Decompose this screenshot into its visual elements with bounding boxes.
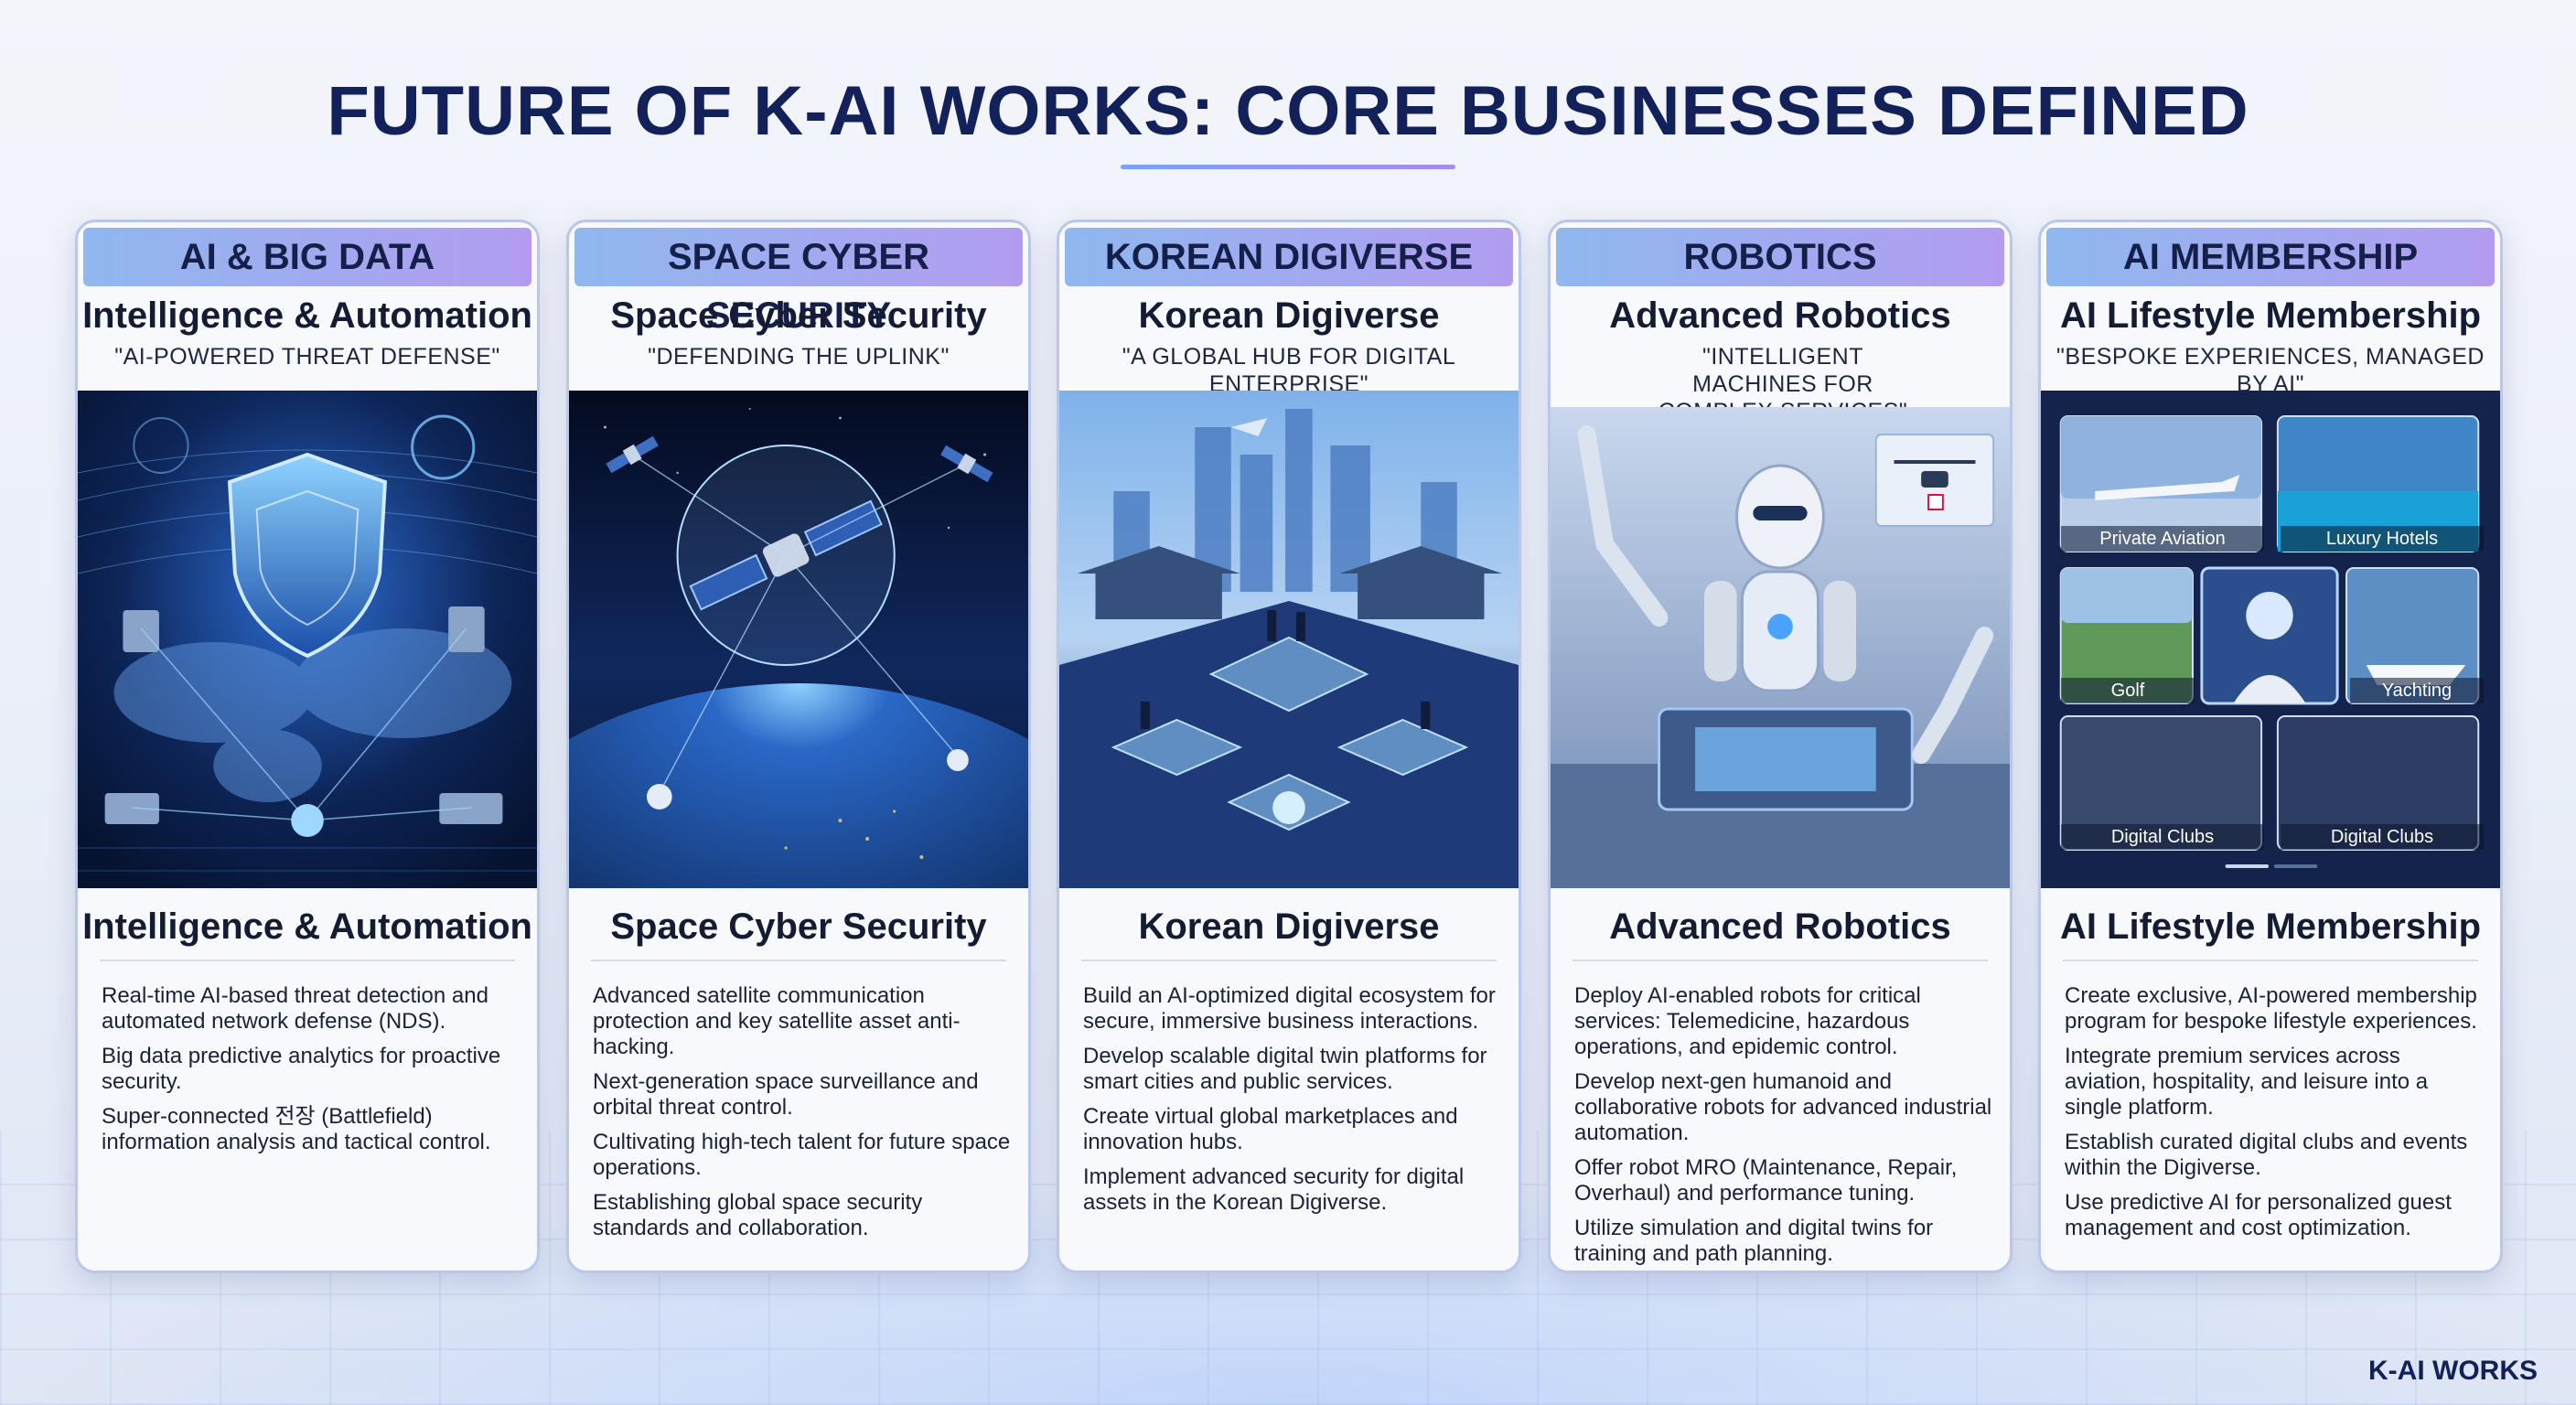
membership-gallery: Private Aviation Luxury Hotels Golf Yach… — [2041, 391, 2500, 888]
satellite-earth-illustration — [569, 391, 1028, 888]
list-item: Develop scalable digital twin platforms … — [1083, 1044, 1487, 1094]
title-underline — [1121, 165, 1455, 169]
divider — [591, 960, 1006, 961]
list-item: Real-time AI-based threat detection and … — [102, 983, 488, 1034]
card-header: ROBOTICS — [1556, 228, 2004, 286]
private-jet-icon — [2095, 475, 2240, 500]
card-header: AI MEMBERSHIP — [2046, 228, 2495, 286]
ai-concierge-icon — [2246, 592, 2293, 639]
list-item: Cultivating high-tech talent for future … — [593, 1130, 1011, 1180]
robotics-lab-illustration — [1551, 407, 2010, 888]
card-space-cyber-security: SPACE CYBER SECURITY Space Cyber Securit… — [566, 220, 1031, 1273]
card-robotics: ROBOTICS Advanced Robotics "INTELLIGENT … — [1548, 220, 2012, 1273]
list-item: Deploy AI-enabled robots for critical se… — [1574, 983, 1921, 1059]
list-item: Create virtual global marketplaces and i… — [1083, 1104, 1458, 1154]
card-header: KOREAN DIGIVERSE — [1065, 228, 1513, 286]
section-title: Space Cyber Security — [610, 906, 987, 947]
divider — [1081, 960, 1497, 961]
card-subtitle: AI Lifestyle Membership — [2059, 295, 2482, 336]
list-item: Build an AI-optimized digital ecosystem … — [1083, 983, 1496, 1034]
brand-footer: K-AI WORKS — [2368, 1356, 2538, 1386]
list-item: Big data predictive analytics for proact… — [102, 1044, 501, 1094]
list-item: Integrate premium services across aviati… — [2065, 1044, 2429, 1120]
card-korean-digiverse: KOREAN DIGIVERSE Korean Digiverse "A GLO… — [1057, 220, 1521, 1273]
card-tagline: "DEFENDING THE UPLINK" — [648, 344, 950, 370]
section-title: Korean Digiverse — [1138, 906, 1440, 947]
tile-label-yachting: Yachting — [2350, 678, 2484, 703]
card-header: SPACE CYBER SECURITY — [574, 228, 1023, 336]
list-item: Establishing global space security stand… — [593, 1190, 923, 1240]
tile-label-golf: Golf — [2061, 678, 2195, 703]
card-subtitle: Advanced Robotics — [1609, 295, 1951, 336]
tile-label-digital-clubs: Digital Clubs — [2281, 824, 2484, 850]
tile-label-digital-clubs: Digital Clubs — [2061, 824, 2264, 850]
list-item: Develop next-gen humanoid and collaborat… — [1574, 1069, 1992, 1145]
list-item: Advanced satellite communication protect… — [593, 983, 961, 1059]
card-tagline: "BESPOKE EXPERIENCES, MANAGED BY AI" — [2056, 344, 2485, 397]
bullet-list: Advanced satellite communication protect… — [593, 983, 1012, 1250]
card-tagline: "A GLOBAL HUB FOR DIGITAL ENTERPRISE" — [1122, 344, 1456, 397]
tile-label-luxury-hotels: Luxury Hotels — [2281, 526, 2484, 552]
section-title: AI Lifestyle Membership — [2059, 906, 2482, 947]
card-tagline: "AI-POWERED THREAT DEFENSE" — [114, 344, 500, 370]
card-subtitle: Korean Digiverse — [1138, 295, 1440, 336]
page-title: FUTURE OF K-AI WORKS: CORE BUSINESSES DE… — [327, 72, 2249, 150]
list-item: Offer robot MRO (Maintenance, Repair, Ov… — [1574, 1155, 1958, 1206]
card-subtitle: Intelligence & Automation — [82, 295, 532, 336]
bullet-list: Real-time AI-based threat detection and … — [102, 983, 521, 1164]
bullet-list: Create exclusive, AI-powered membership … — [2065, 983, 2484, 1250]
shield-network-illustration — [78, 391, 537, 888]
bullet-list: Build an AI-optimized digital ecosystem … — [1083, 983, 1502, 1225]
card-ai-membership: AI MEMBERSHIP AI Lifestyle Membership "B… — [2038, 220, 2503, 1273]
bullet-list: Deploy AI-enabled robots for critical se… — [1574, 983, 1993, 1271]
list-item: Next-generation space surveillance and o… — [593, 1069, 979, 1120]
section-title: Advanced Robotics — [1609, 906, 1951, 947]
list-item: Use predictive AI for personalized guest… — [2065, 1190, 2452, 1240]
list-item: Utilize simulation and digital twins for… — [1574, 1216, 1934, 1266]
divider — [2063, 960, 2478, 961]
list-item: Implement advanced security for digital … — [1083, 1164, 1465, 1215]
robot-icon — [1703, 464, 1857, 692]
card-subtitle: Space Cyber Security — [610, 295, 987, 336]
list-item: Create exclusive, AI-powered membership … — [2065, 983, 2477, 1034]
card-ai-big-data: AI & BIG DATA Intelligence & Automation … — [75, 220, 540, 1273]
divider — [1572, 960, 1988, 961]
card-header: AI & BIG DATA — [83, 228, 531, 286]
section-title: Intelligence & Automation — [82, 906, 532, 947]
divider — [100, 960, 515, 961]
list-item: Establish curated digital clubs and even… — [2065, 1130, 2468, 1180]
tile-label-private-aviation: Private Aviation — [2061, 526, 2264, 552]
digital-city-illustration — [1059, 391, 1519, 888]
list-item: Super-connected 전장 (Battlefield) informa… — [102, 1104, 491, 1154]
drone-icon — [1874, 434, 1995, 527]
